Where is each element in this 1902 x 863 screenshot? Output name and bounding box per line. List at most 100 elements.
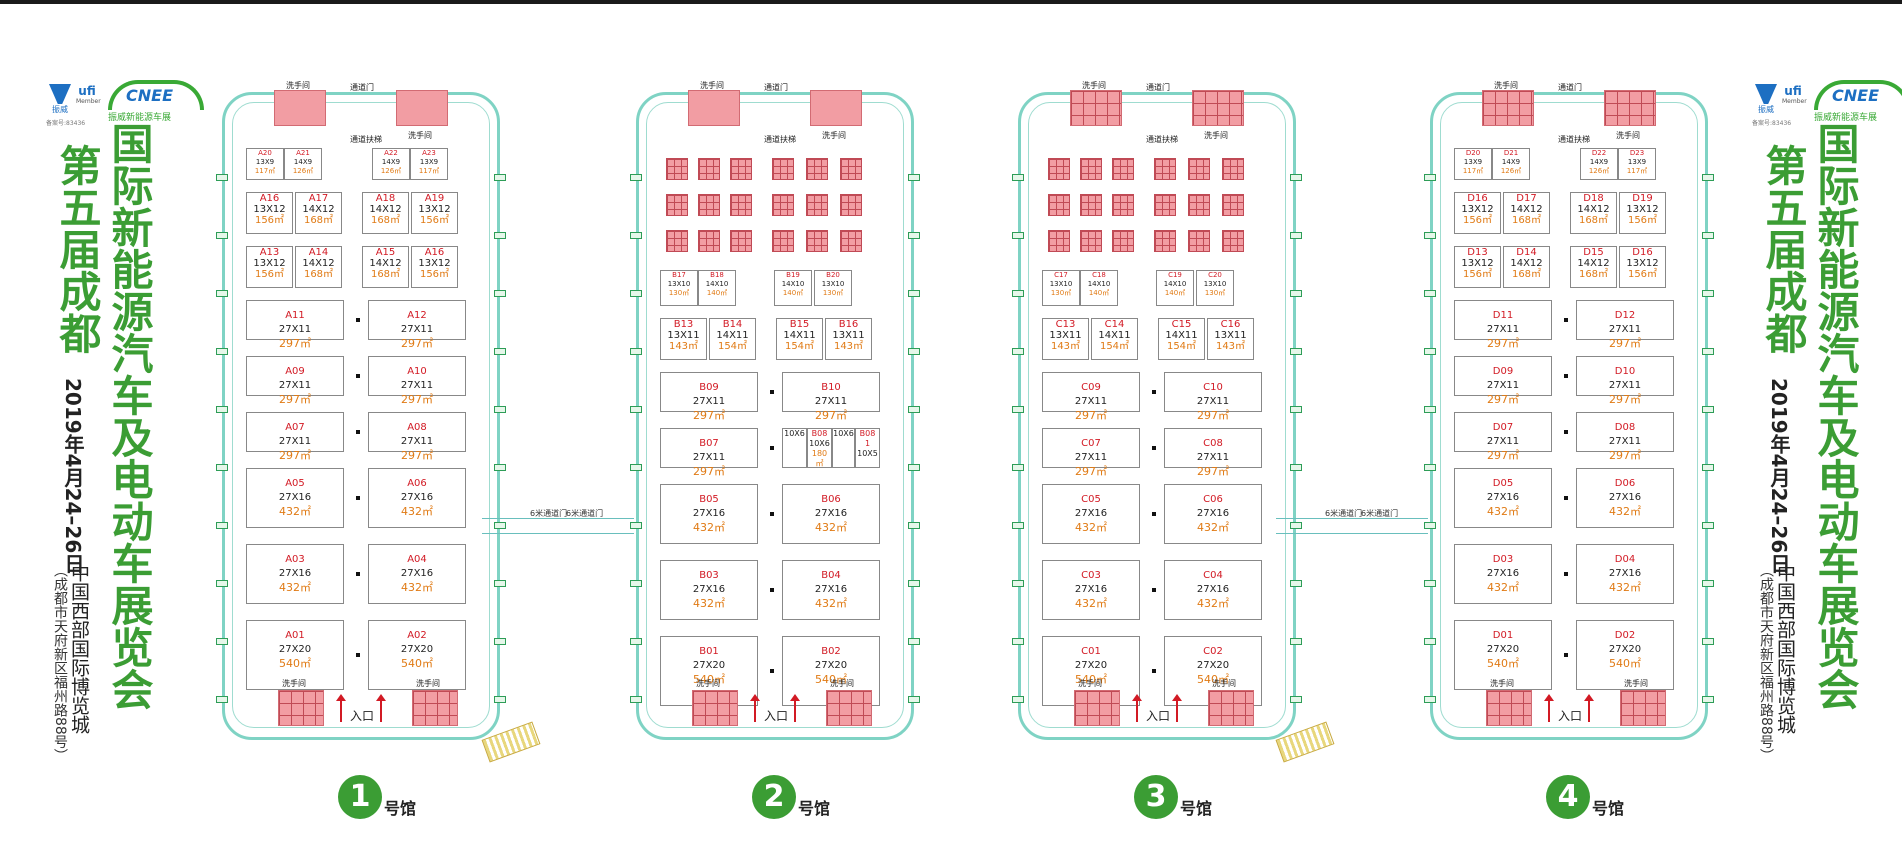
- side-exit-icon: [1424, 464, 1436, 471]
- entrance-label[interactable]: 入口: [1558, 709, 1583, 723]
- side-exit-icon: [216, 348, 228, 355]
- booth-size: 13X12: [1626, 204, 1659, 215]
- side-exit-icon: [216, 232, 228, 239]
- entrance-label[interactable]: 入口: [1146, 709, 1171, 723]
- side-exit-icon: [1290, 464, 1302, 471]
- entrance-label[interactable]: 入口: [350, 709, 375, 723]
- booth-id: D18: [1583, 193, 1604, 204]
- restroom-block: [826, 690, 872, 726]
- booth-id: B05: [699, 494, 719, 505]
- booth-id: A15: [375, 247, 396, 258]
- booth-id: C06: [1203, 494, 1223, 505]
- booth-area: 126㎡: [380, 167, 402, 175]
- booth[interactable]: 10X6: [832, 428, 855, 468]
- entrance-label[interactable]: 入口: [764, 709, 789, 723]
- booth[interactable]: 10X6: [782, 428, 807, 468]
- hall-inner-wall: [1028, 102, 1286, 728]
